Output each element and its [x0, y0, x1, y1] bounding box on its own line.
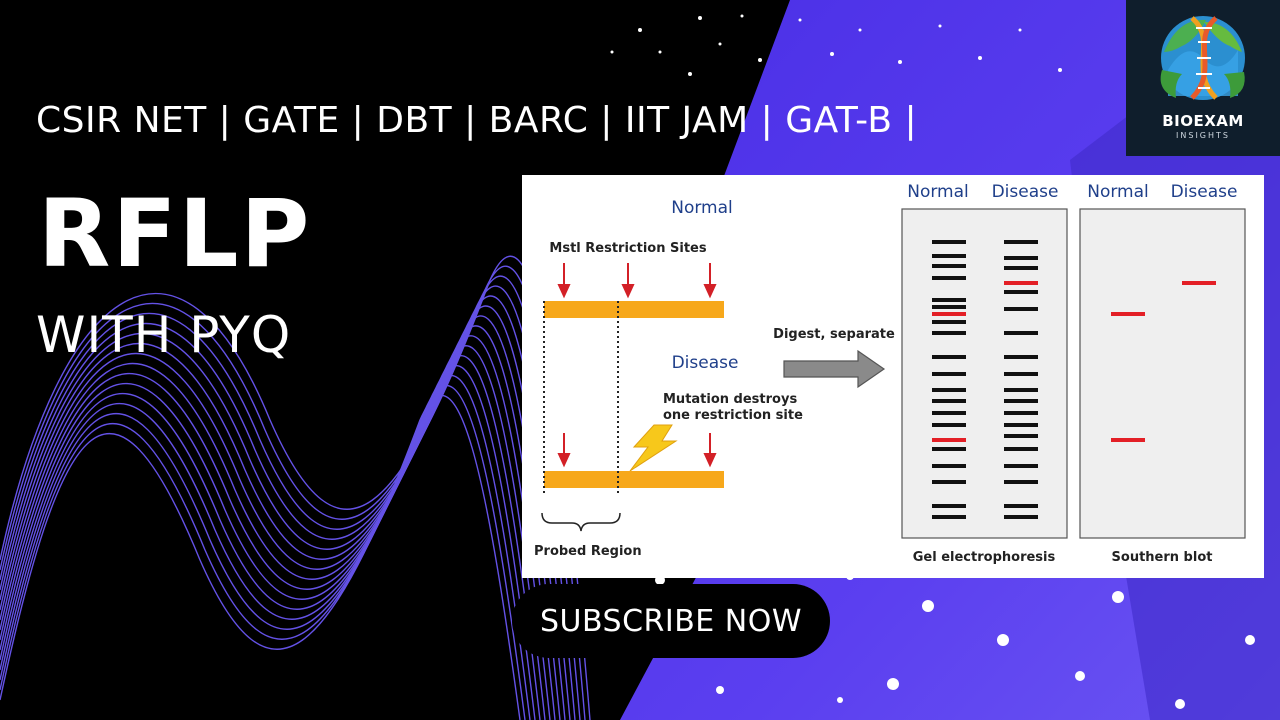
blot-panel — [1079, 208, 1246, 539]
probed-region-brace — [541, 512, 621, 532]
logo-name: BIOEXAM — [1162, 112, 1244, 130]
digest-label: Digest, separate — [773, 327, 895, 342]
rflp-diagram: Normal Mstl Restriction Sites Disease Mu… — [522, 175, 1264, 578]
wave-lines — [0, 255, 591, 720]
exam-list-heading: CSIR NET | GATE | DBT | BARC | IIT JAM |… — [36, 100, 918, 141]
page-title: RFLP — [38, 180, 312, 289]
disease-label: Disease — [672, 353, 739, 373]
gel-disease-label: Disease — [992, 182, 1059, 202]
subscribe-button[interactable]: SUBSCRIBE NOW — [512, 584, 830, 658]
mutation-text-line1: Mutation destroys — [663, 392, 797, 407]
probed-region-guides — [543, 301, 619, 493]
blot-caption: Southern blot — [1112, 550, 1213, 565]
restriction-arrows-disease — [557, 433, 717, 468]
page-subtitle: WITH PYQ — [36, 306, 292, 364]
gel-bands — [932, 240, 1038, 519]
blot-normal-label: Normal — [1087, 182, 1149, 202]
mutation-text-line2: one restriction site — [663, 408, 803, 423]
logo-subtext: INSIGHTS — [1176, 131, 1230, 140]
probed-region-label: Probed Region — [534, 544, 642, 559]
blot-bands — [1111, 281, 1216, 442]
gel-panel — [901, 208, 1068, 539]
normal-label: Normal — [671, 198, 733, 218]
blot-disease-label: Disease — [1171, 182, 1238, 202]
gel-caption: Gel electrophoresis — [913, 550, 1056, 565]
disease-dna-strand — [544, 471, 724, 488]
dna-globe-icon — [1160, 16, 1245, 100]
normal-dna-strand — [544, 301, 724, 318]
mutation-lightning-icon — [629, 424, 678, 472]
digest-arrow-icon — [783, 349, 886, 389]
gel-normal-label: Normal — [907, 182, 969, 202]
restriction-arrows-normal — [557, 263, 717, 299]
gel-red-bands — [932, 281, 1038, 442]
bioexam-logo: BIOEXAM INSIGHTS — [1126, 0, 1280, 156]
restriction-sites-label: Mstl Restriction Sites — [549, 241, 706, 256]
